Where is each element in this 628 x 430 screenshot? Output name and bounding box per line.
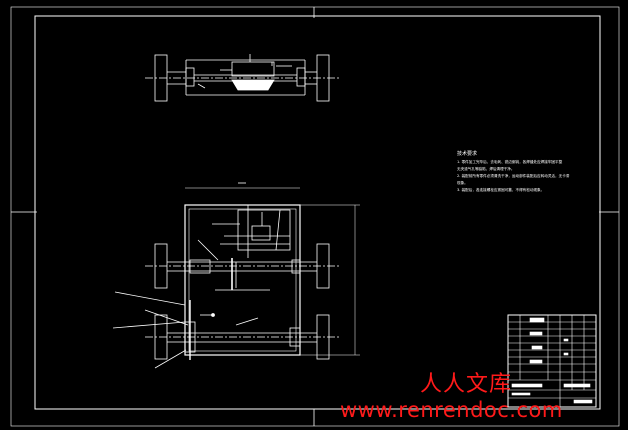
- sheet-frame: [10, 6, 620, 427]
- title-block: [507, 314, 597, 408]
- notes-line: 2. 装配前所有零件必须清洗干净，运动部件装配后应转动灵活，无卡滞: [457, 173, 570, 178]
- top-view: [145, 54, 340, 102]
- notes-line: 现象。: [457, 180, 468, 185]
- watermark-title: 人人文库: [420, 372, 513, 397]
- watermark-url[interactable]: www.renrendoc.com: [340, 398, 563, 422]
- notes-line: 1. 零件加工完毕后，去毛刺、锐边倒钝，各焊缝处应焊接牢固平整: [457, 159, 563, 164]
- notes-heading: 技术要求: [457, 150, 477, 157]
- notes-line: 3. 装配后，各连接螺栓应紧固可靠，不得有松动现象。: [457, 187, 544, 192]
- notes-line: 无夹渣气孔等缺陷，焊后清理干净。: [457, 166, 515, 171]
- main-view: [112, 182, 360, 369]
- technical-notes: 技术要求 1. 零件加工完毕后，去毛刺、锐边倒钝，各焊缝处应焊接牢固平整 无夹渣…: [457, 150, 570, 192]
